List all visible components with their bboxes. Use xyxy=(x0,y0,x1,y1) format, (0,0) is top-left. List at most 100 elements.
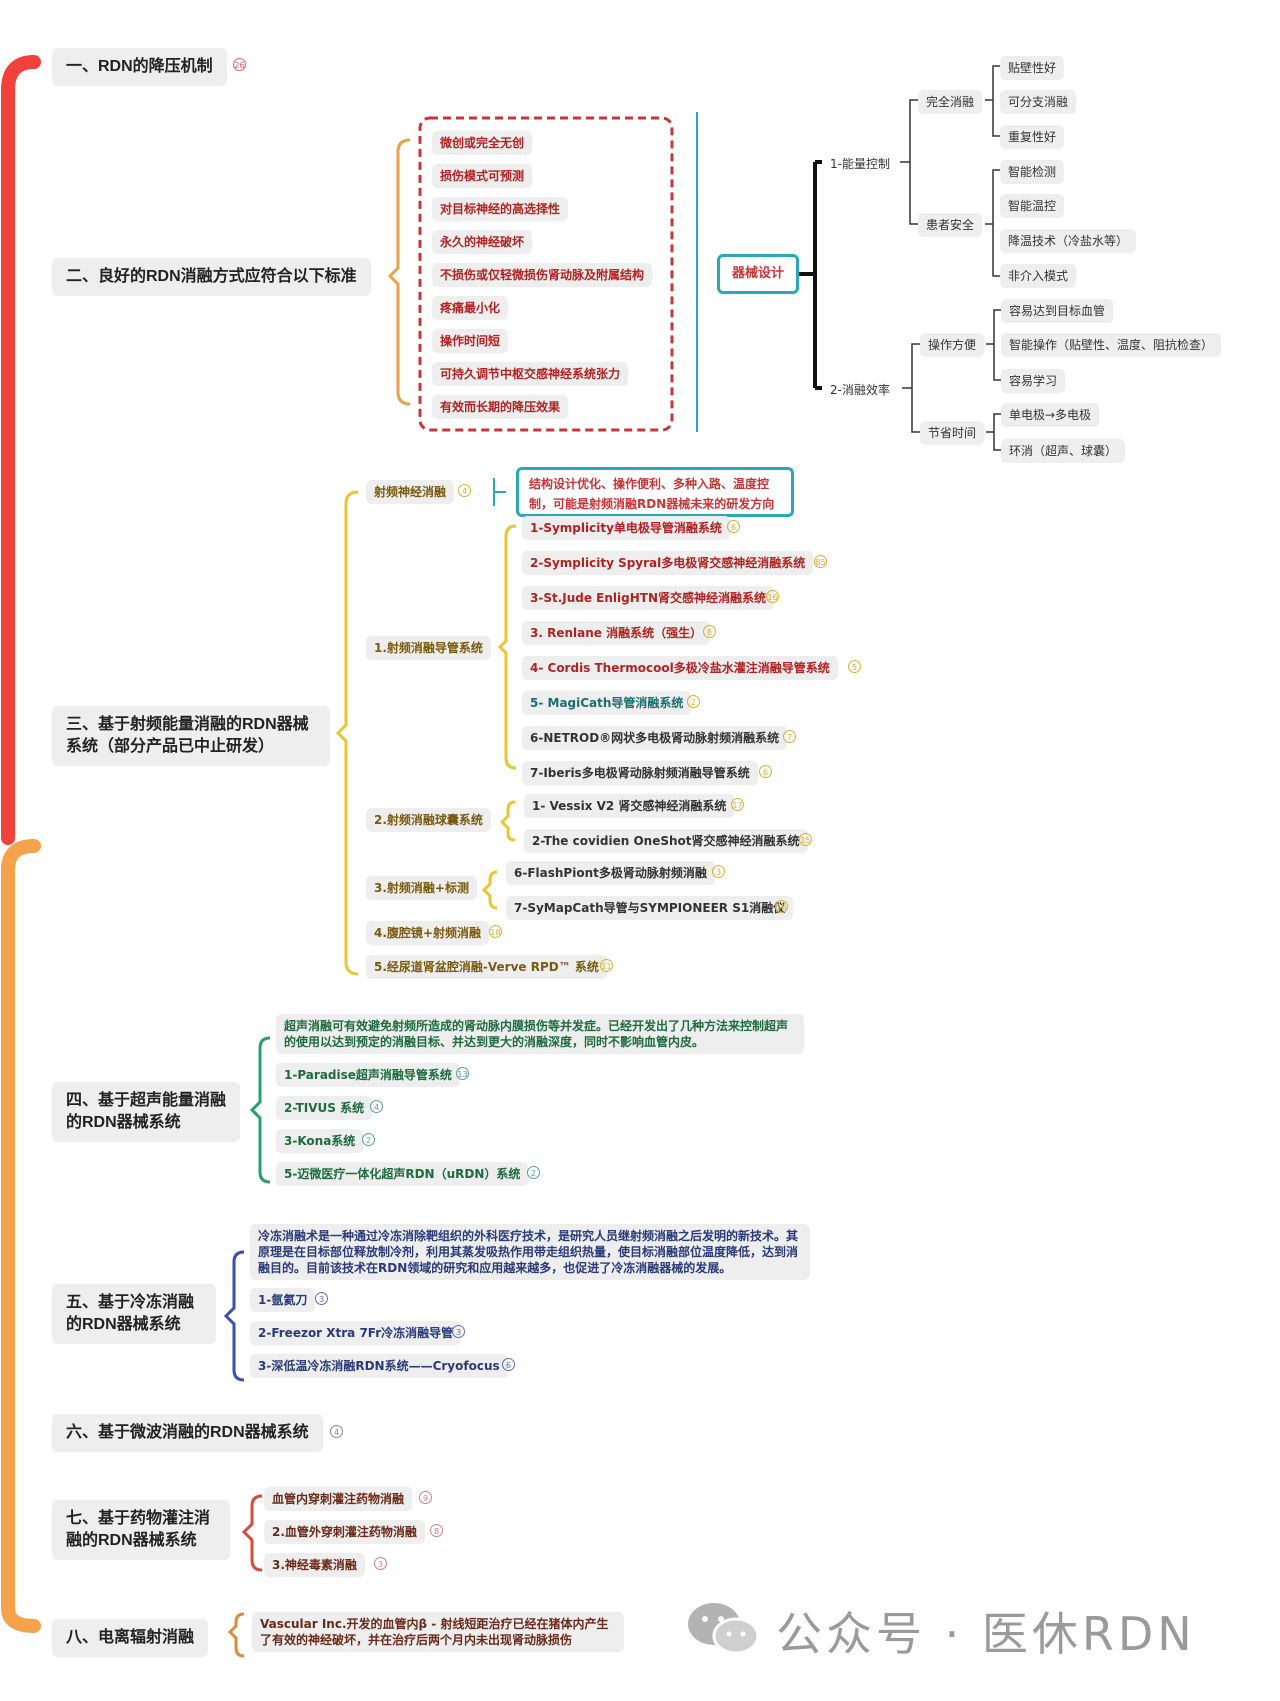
reference-count-badge: 8 xyxy=(703,625,716,638)
complete-ablation-node[interactable]: 完全消融 xyxy=(918,90,983,114)
section-title-1[interactable]: 一、RDN的降压机制 xyxy=(52,48,227,86)
rf-pelvic-node[interactable]: 5.经尿道肾盆腔消融-Verve RPD™ 系统 xyxy=(366,955,607,979)
leaf-node: 智能温控 xyxy=(1000,194,1065,218)
ablation-efficiency-node[interactable]: 2-消融效率 xyxy=(822,378,898,402)
rf-mapping-node[interactable]: 3.射频消融+标测 xyxy=(366,876,477,900)
reference-count-badge: 16 xyxy=(766,590,779,603)
reference-count-badge: 2 xyxy=(687,695,700,708)
reference-count-badge: 3 xyxy=(712,865,725,878)
leaf-node: 环消（超声、球囊） xyxy=(1001,439,1126,463)
device-item: 1-Paradise超声消融导管系统 xyxy=(276,1063,460,1087)
device-item: 3-St.Jude EnligHTN肾交感神经消融系统 xyxy=(522,586,775,610)
criteria-item: 永久的神经破坏 xyxy=(432,230,533,254)
reference-count-badge: 18 xyxy=(489,925,502,938)
ultrasound-intro: 超声消融可有效避免射频所造成的肾动脉内膜损伤等并发症。已经开发出了几种方法来控制… xyxy=(276,1014,804,1054)
rf-balloon-node[interactable]: 2.射频消融球囊系统 xyxy=(366,808,491,832)
rf-catheter-node[interactable]: 1.射频消融导管系统 xyxy=(366,636,491,660)
reference-count-badge: 2 xyxy=(362,1133,375,1146)
criteria-item: 疼痛最小化 xyxy=(432,296,509,320)
device-item: 3. Renlane 消融系统（强生） xyxy=(522,621,711,645)
reference-count-badge: 3 xyxy=(315,1292,328,1305)
device-item: 5-迈微医疗一体化超声RDN（uRDN）系统 xyxy=(276,1162,529,1186)
section-title-3[interactable]: 三、基于射频能量消融的RDN器械系统（部分产品已中止研发） xyxy=(52,706,330,766)
leaf-node: 重复性好 xyxy=(1000,125,1065,149)
leaf-node: 可分支消融 xyxy=(1000,90,1077,114)
device-item: 2-The covidien OneShot肾交感神经消融系统 xyxy=(524,829,808,853)
reference-count-badge: 7 xyxy=(783,730,796,743)
leaf-node: 智能操作（贴壁性、温度、阻抗检查） xyxy=(1001,333,1222,357)
section-title-8[interactable]: 八、电离辐射消融 xyxy=(52,1619,209,1657)
device-item: 5- MagiCath导管消融系统 xyxy=(522,691,692,715)
future-direction-callout: 结构设计优化、操作便利、多种入路、温度控制，可能是射频消融RDN器械未来的研发方… xyxy=(516,467,794,517)
device-item: 1-Symplicity单电极导管消融系统 xyxy=(522,516,730,540)
leaf-node: 容易达到目标血管 xyxy=(1001,299,1114,323)
rf-nerve-ablation-node[interactable]: 射频神经消融 xyxy=(366,480,455,504)
reference-count-badge: 2 xyxy=(527,1166,540,1179)
leaf-node: 智能检测 xyxy=(1000,160,1065,184)
reference-count-badge: 3 xyxy=(452,1325,465,1338)
time-saving-node[interactable]: 节省时间 xyxy=(920,421,985,445)
reference-count-badge: 4 xyxy=(370,1100,383,1113)
device-item: 7-Iberis多电极肾动脉射频消融导管系统 xyxy=(522,761,758,785)
device-item: 血管内穿刺灌注药物消融 xyxy=(264,1487,413,1511)
reference-count-badge: 4 xyxy=(330,1425,343,1438)
watermark-text: 公众号 · 医休RDN xyxy=(776,1607,1196,1661)
reference-count-badge: 11 xyxy=(600,959,613,972)
device-item: 7-SyMapCath导管与SYMPIONEER S1消融仪 xyxy=(506,896,794,920)
reference-count-badge: 13 xyxy=(456,1067,469,1080)
reference-count-badge: 6 xyxy=(727,520,740,533)
leaf-node: 降温技术（冷盐水等） xyxy=(1000,229,1137,253)
reference-count-badge: 16 xyxy=(775,900,788,913)
device-design-root[interactable]: 器械设计 xyxy=(717,254,799,294)
device-item: 4- Cordis Thermocool多极冷盐水灌注消融导管系统 xyxy=(522,656,838,680)
reference-count-badge: 17 xyxy=(731,798,744,811)
section-title-2[interactable]: 二、良好的RDN消融方式应符合以下标准 xyxy=(52,258,371,296)
patient-safety-node[interactable]: 患者安全 xyxy=(918,213,983,237)
cryo-intro: 冷冻消融术是一种通过冷冻消除靶组织的外科医疗技术，是研究人员继射频消融之后发明的… xyxy=(250,1224,810,1280)
reference-count-badge: 85 xyxy=(814,555,827,568)
device-item: 1-氩氦刀 xyxy=(250,1288,316,1312)
criteria-item: 对目标神经的高选择性 xyxy=(432,197,569,221)
device-item: 2.血管外穿刺灌注药物消融 xyxy=(264,1520,425,1544)
device-item: 3.神经毒素消融 xyxy=(264,1553,365,1577)
leaf-node: 贴壁性好 xyxy=(1000,56,1065,80)
reference-count-badge: 15 xyxy=(799,833,812,846)
device-item: 6-FlashPiont多极肾动脉射频消融 xyxy=(506,861,715,885)
reference-count-badge: 26 xyxy=(233,58,246,71)
criteria-item: 有效而长期的降压效果 xyxy=(432,395,569,419)
reference-count-badge: 8 xyxy=(430,1524,443,1537)
reference-count-badge: 6 xyxy=(502,1358,515,1371)
section-title-7[interactable]: 七、基于药物灌注消融的RDN器械系统 xyxy=(52,1500,230,1560)
reference-count-badge: 4 xyxy=(458,484,471,497)
criteria-item: 不损伤或仅轻微损伤肾动脉及附属结构 xyxy=(432,263,653,287)
future-direction-text: 结构设计优化、操作便利、多种入路、温度控制，可能是射频消融RDN器械未来的研发方… xyxy=(529,477,775,511)
criteria-item: 可持久调节中枢交感神经系统张力 xyxy=(432,362,629,386)
device-item: 2-Freezor Xtra 7Fr冷冻消融导管 xyxy=(250,1321,462,1345)
leaf-node: 非介入模式 xyxy=(1000,264,1077,288)
device-item: 1- Vessix V2 肾交感神经消融系统 xyxy=(524,794,735,818)
radiation-description: Vascular Inc.开发的血管内β - 射线短距治疗已经在猪体内产生了有效… xyxy=(252,1612,624,1652)
section-title-5[interactable]: 五、基于冷冻消融的RDN器械系统 xyxy=(52,1284,216,1344)
device-design-label: 器械设计 xyxy=(731,266,784,281)
wechat-icon xyxy=(684,1598,764,1658)
criteria-item: 微创或完全无创 xyxy=(432,131,533,155)
device-item: 2-Symplicity Spyral多电极肾交感神经消融系统 xyxy=(522,551,814,575)
device-item: 3-深低温冷冻消融RDN系统——Cryofocus xyxy=(250,1354,508,1378)
leaf-node: 单电极→多电极 xyxy=(1001,403,1100,427)
reference-count-badge: 5 xyxy=(848,660,861,673)
device-item: 6-NETROD®网状多电极肾动脉射频消融系统 xyxy=(522,726,788,750)
device-item: 3-Kona系统 xyxy=(276,1129,364,1153)
criteria-item: 损伤模式可预测 xyxy=(432,164,533,188)
reference-count-badge: 9 xyxy=(419,1491,432,1504)
ease-of-operation-node[interactable]: 操作方便 xyxy=(920,333,985,357)
reference-count-badge: 6 xyxy=(759,765,772,778)
reference-count-badge: 3 xyxy=(374,1557,387,1570)
leaf-node: 容易学习 xyxy=(1001,369,1066,393)
rf-laparoscope-node[interactable]: 4.腹腔镜+射频消融 xyxy=(366,921,489,945)
criteria-item: 操作时间短 xyxy=(432,329,509,353)
section-title-4[interactable]: 四、基于超声能量消融的RDN器械系统 xyxy=(52,1082,240,1142)
device-item: 2-TIVUS 系统 xyxy=(276,1096,373,1120)
energy-control-node[interactable]: 1-能量控制 xyxy=(822,152,898,176)
section-title-6[interactable]: 六、基于微波消融的RDN器械系统 xyxy=(52,1414,323,1452)
